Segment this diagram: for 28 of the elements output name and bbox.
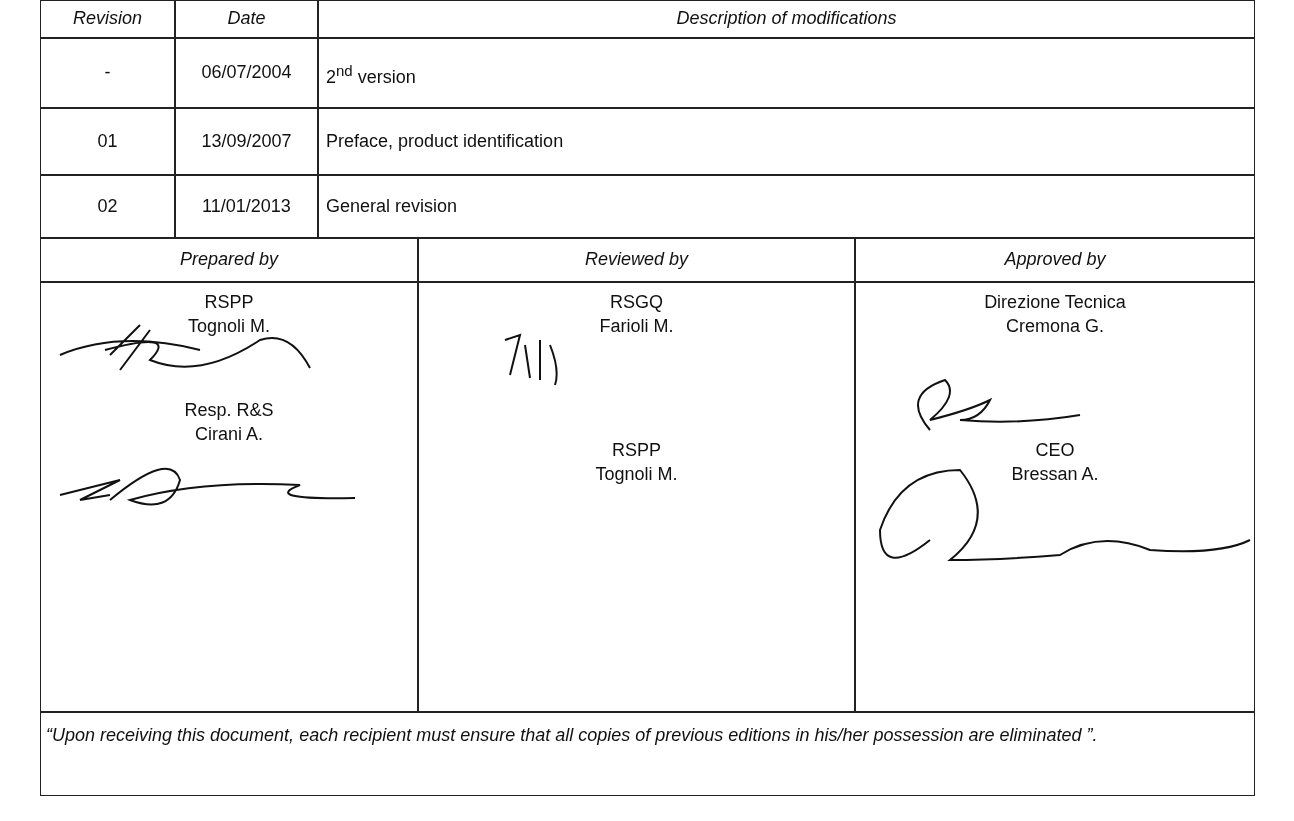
person-name: Cremona G. <box>1006 316 1104 337</box>
table-value: 06/07/2004 <box>201 62 292 83</box>
table-value: 2$^{nd}$ version <box>326 62 416 88</box>
role-title: CEO <box>1035 440 1075 461</box>
column-header: Reviewed by <box>584 249 689 270</box>
person-name: Farioli M. <box>599 316 674 337</box>
table-value: 01 <box>97 130 118 152</box>
note-text: “Upon receiving this document, each recipient must ensure that all copies of previous editions in his/her possession are eliminated ”. <box>46 724 1099 747</box>
role-title: RSGQ <box>610 292 663 313</box>
table-value: Preface, product identification <box>326 130 564 152</box>
person-name: Bressan A. <box>1011 464 1099 485</box>
person-name: Tognoli M. <box>595 464 678 485</box>
column-header: Description of modifications <box>676 8 897 29</box>
table-value: 02 <box>97 195 118 217</box>
column-header: Approved by <box>1004 249 1106 270</box>
role-title: RSPP <box>612 440 661 461</box>
column-header: Revision <box>73 8 142 29</box>
role-title: Resp. R&S <box>184 400 274 421</box>
table-value: 13/09/2007 <box>201 130 292 152</box>
column-header: Prepared by <box>179 249 279 270</box>
role-title: Direzione Tecnica <box>984 292 1126 313</box>
role-title: RSPP <box>204 292 254 313</box>
table-value: - <box>104 62 111 83</box>
person-name: Tognoli M. <box>188 316 270 337</box>
table-value: 11/01/2013 <box>202 195 291 217</box>
column-header: Date <box>227 8 266 29</box>
person-name: Cirani A. <box>195 424 263 445</box>
table-value: General revision <box>326 195 458 217</box>
